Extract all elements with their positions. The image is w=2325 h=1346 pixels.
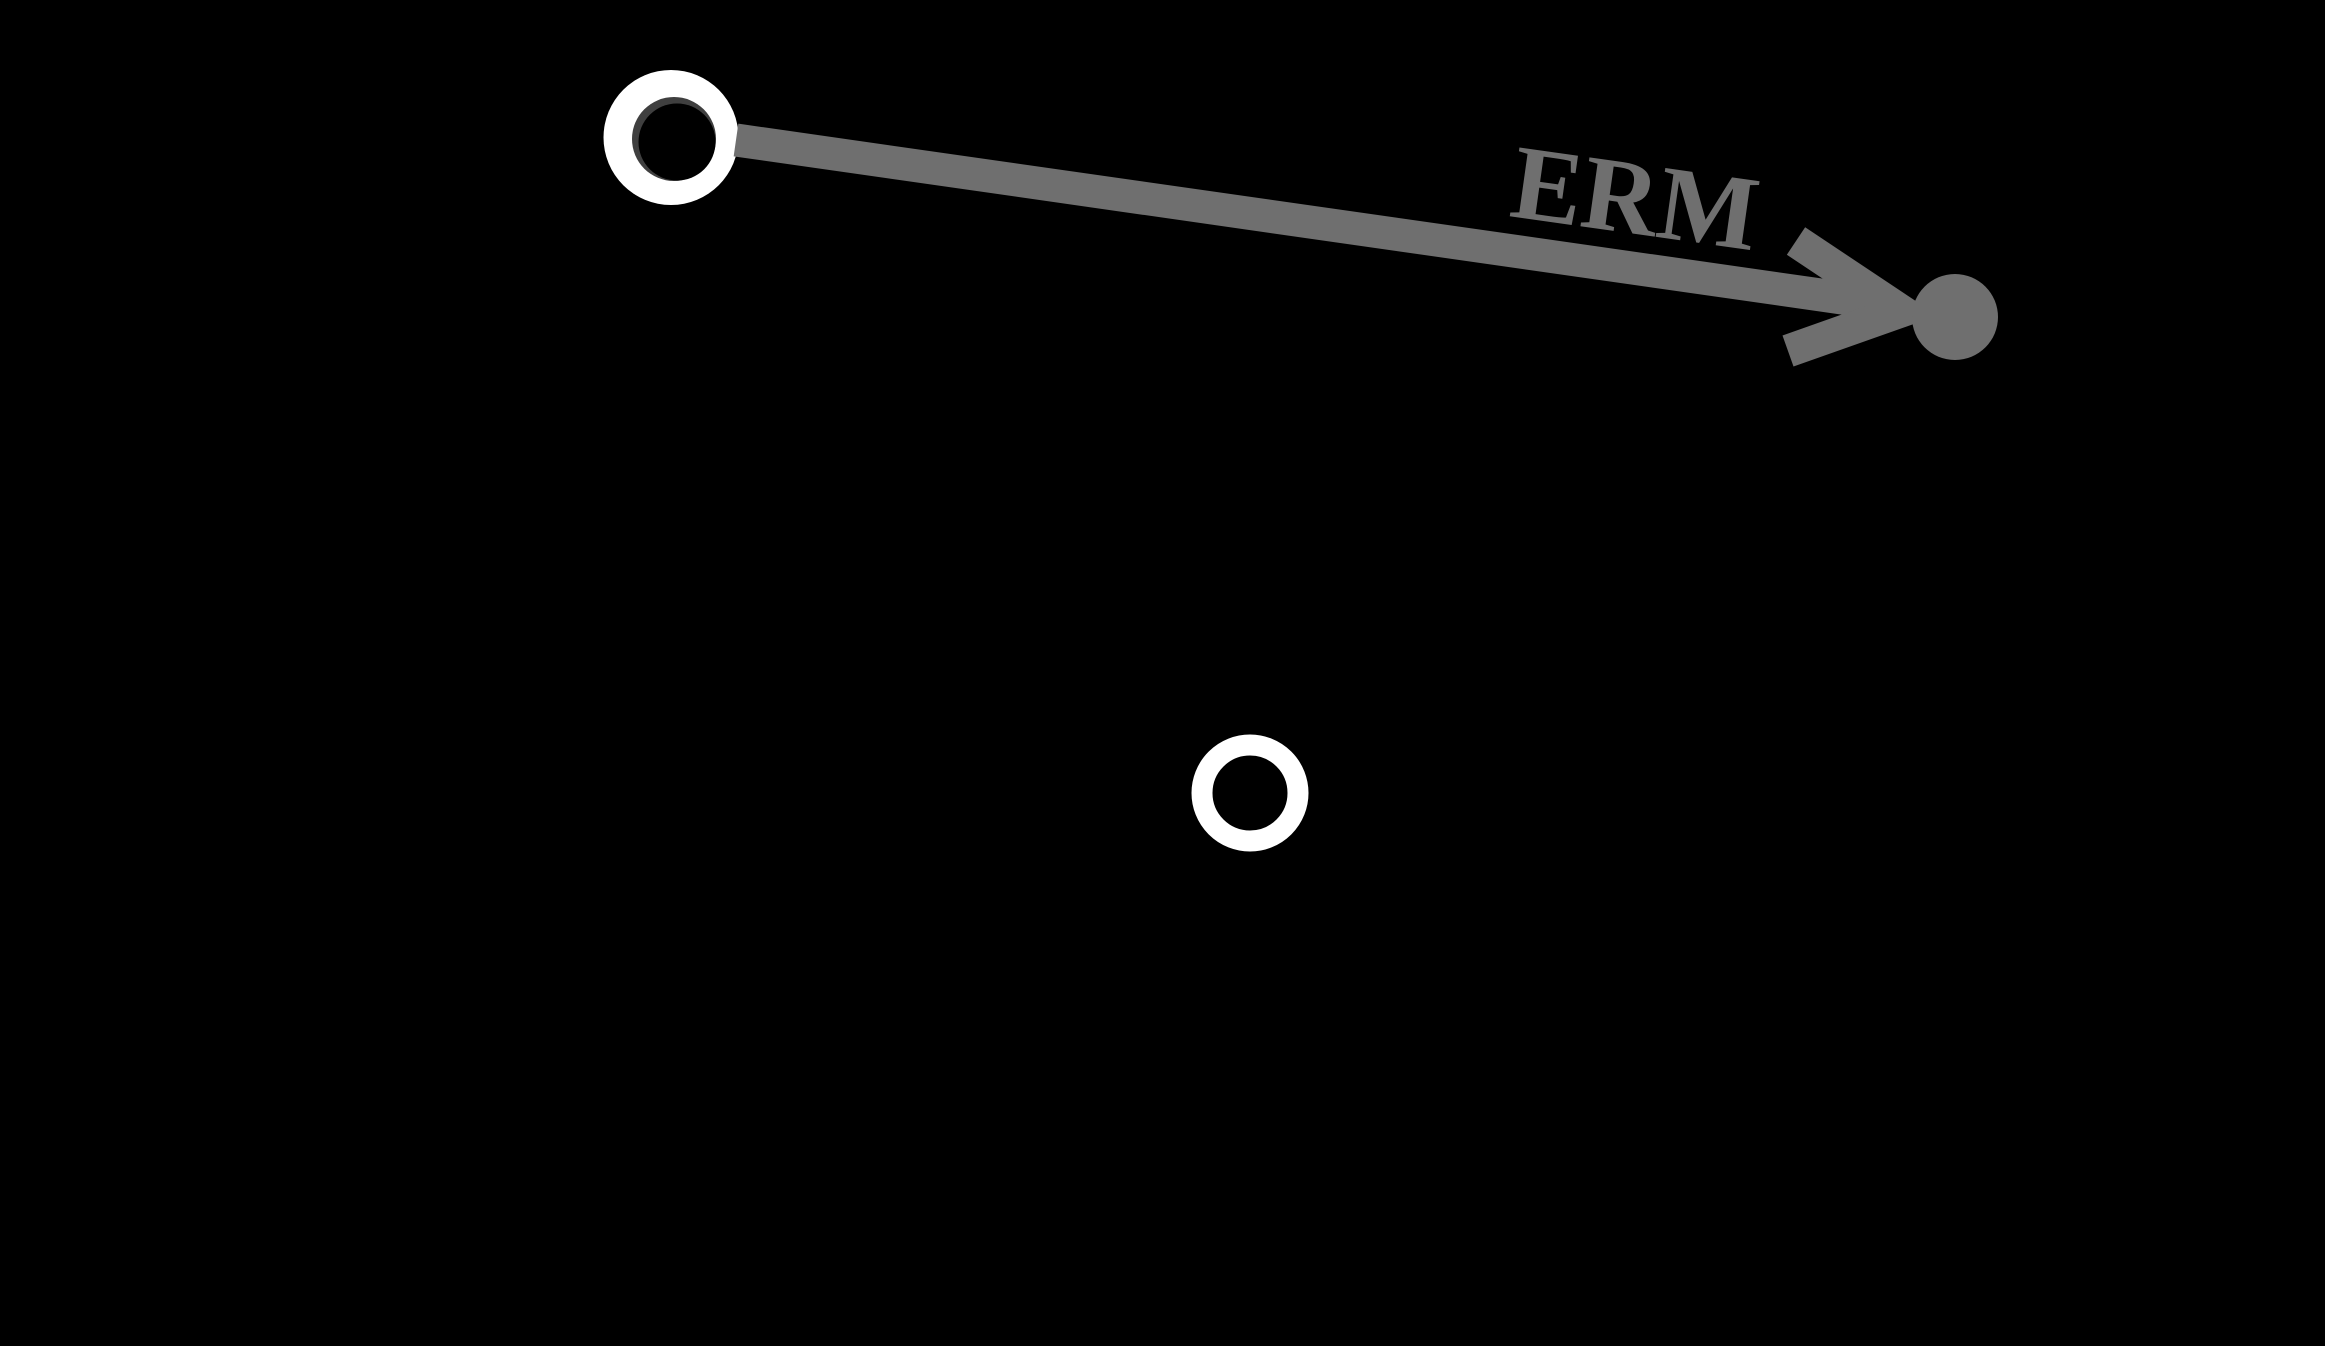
target-node-dot (1912, 274, 1998, 360)
isolated-node-circle (1191, 734, 1309, 852)
source-node-hole (638, 103, 716, 181)
erm-edge-shaft (733, 123, 1880, 320)
erm-edge-arrowhead-icon (1782, 227, 1938, 367)
source-node (603, 70, 739, 205)
erm-edge: ERM (733, 123, 1938, 367)
